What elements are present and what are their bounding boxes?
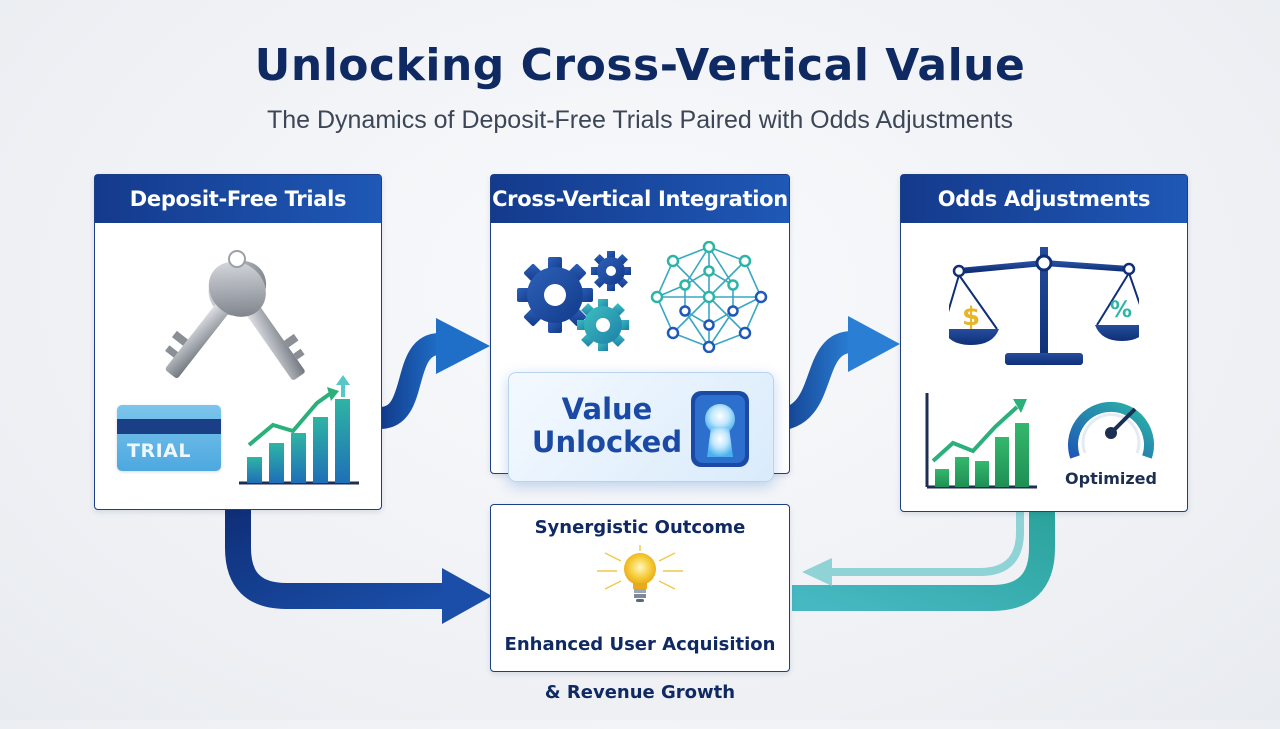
keyhole-icon [691, 391, 749, 467]
arrow-trials-to-outcome [225, 510, 492, 624]
network-icon [650, 241, 768, 353]
panel-synergistic-outcome: Synergistic Outcome Enhanced User Acquis… [490, 504, 790, 703]
outcome-description-line2: & Revenue Growth [544, 682, 736, 703]
panel-header-deposit-free-trials: Deposit-Free Trials [95, 175, 381, 223]
arrow-odds-to-outcome [792, 512, 1055, 611]
gauge-label: Optimized [1065, 469, 1157, 488]
page-title: Unlocking Cross-Vertical Value [254, 40, 1026, 91]
value-unlocked-line2: Unlocked [531, 425, 683, 459]
balance-scale-icon: $ % [949, 247, 1139, 365]
bar-chart-icon [925, 393, 1037, 489]
lightbulb-icon [597, 545, 683, 602]
arrow-trials-to-integration [378, 318, 490, 429]
trial-card-icon: TRIAL [117, 405, 221, 471]
trial-card-label: TRIAL [127, 440, 191, 462]
outcome-description-line1: Enhanced User Acquisition [504, 634, 776, 655]
arrow-integration-to-odds [773, 316, 900, 431]
gears-icon [517, 251, 631, 351]
panel-header-odds-adjustments: Odds Adjustments [901, 175, 1187, 223]
scale-dollar-symbol: $ [962, 302, 980, 332]
keys-icon [165, 250, 305, 380]
page-subtitle: The Dynamics of Deposit-Free Trials Pair… [266, 106, 1014, 134]
panel-header-cross-vertical: Cross-Vertical Integration [491, 175, 789, 223]
growth-chart-icon [239, 375, 359, 485]
panel-deposit-free-trials: Deposit-Free Trials [94, 174, 382, 510]
value-unlocked-line1: Value [561, 392, 653, 426]
value-unlocked-badge: Value Unlocked [508, 372, 774, 482]
panel-odds-adjustments: Odds Adjustments $ % [900, 174, 1188, 512]
outcome-title: Synergistic Outcome [534, 517, 746, 538]
gauge-icon [1068, 401, 1154, 459]
scale-percent-symbol: % [1110, 298, 1132, 323]
